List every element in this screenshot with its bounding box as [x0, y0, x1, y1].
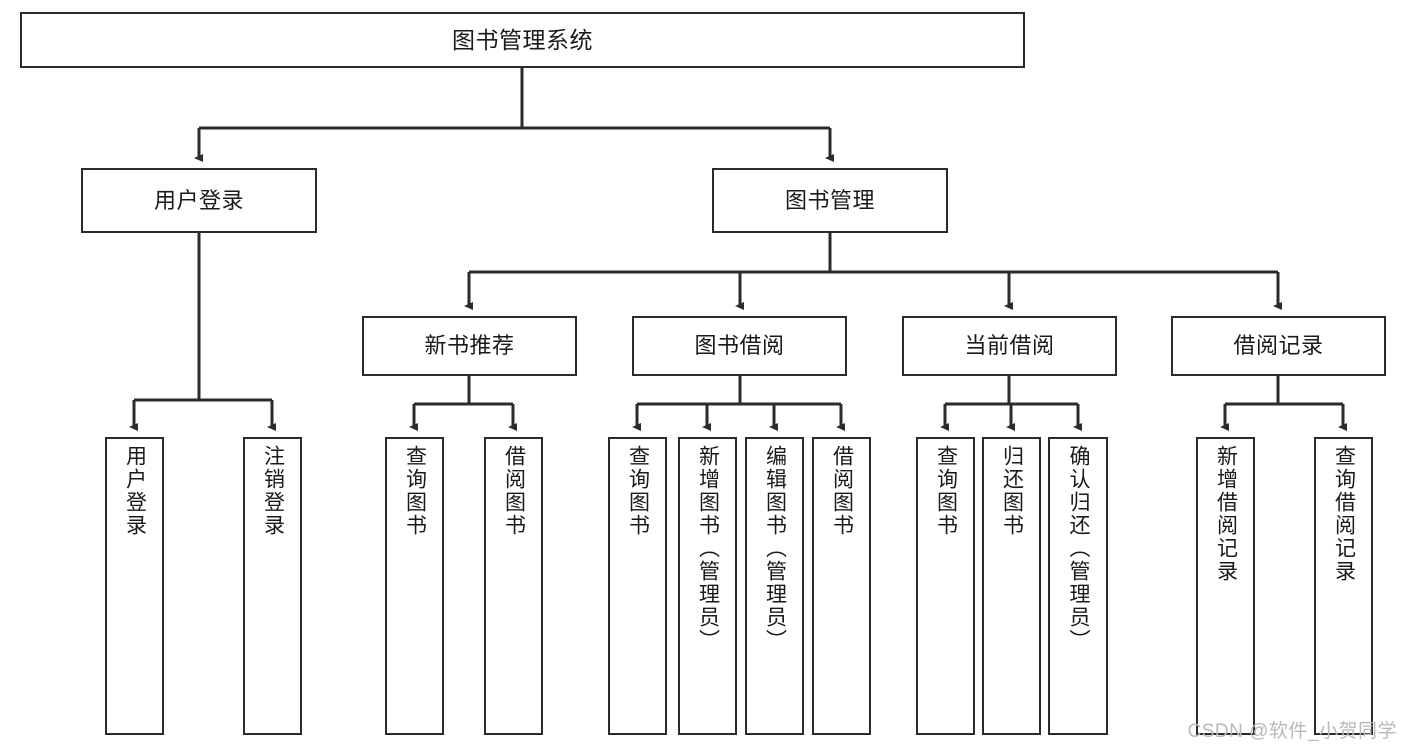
node-leaf-confirm-return[interactable]: 确认归还（管理员） [1048, 437, 1108, 735]
node-label: 注销登录 [261, 445, 285, 537]
node-label: 图书管理 [784, 187, 875, 213]
node-label: 图书管理系统 [452, 26, 593, 53]
node-borrow-record[interactable]: 借阅记录 [1171, 316, 1386, 376]
node-label: 借阅记录 [1233, 333, 1324, 359]
node-label: 新增借阅记录 [1214, 445, 1238, 583]
node-leaf-edit-book[interactable]: 编辑图书（管理员） [745, 437, 804, 735]
node-leaf-query-book-2[interactable]: 查询图书 [608, 437, 667, 735]
node-book-borrow[interactable]: 图书借阅 [632, 316, 847, 376]
node-leaf-add-book[interactable]: 新增图书（管理员） [678, 437, 737, 735]
node-label: 查询借阅记录 [1332, 445, 1356, 583]
node-leaf-return-book[interactable]: 归还图书 [982, 437, 1041, 735]
node-label: 编辑图书（管理员） [763, 445, 787, 652]
node-label: 当前借阅 [964, 333, 1055, 359]
node-leaf-query-book-1[interactable]: 查询图书 [385, 437, 444, 735]
node-leaf-borrow-book-1[interactable]: 借阅图书 [484, 437, 543, 735]
node-current-borrow[interactable]: 当前借阅 [902, 316, 1117, 376]
node-label: 用户登录 [153, 187, 244, 213]
node-root-system[interactable]: 图书管理系统 [20, 12, 1025, 68]
node-label: 借阅图书 [830, 445, 854, 537]
node-label: 查询图书 [626, 445, 650, 537]
node-label: 用户登录 [123, 445, 147, 537]
node-leaf-user-login[interactable]: 用户登录 [105, 437, 164, 735]
node-label: 查询图书 [403, 445, 427, 537]
node-label: 新书推荐 [424, 333, 515, 359]
node-label: 查询图书 [934, 445, 958, 537]
node-label: 确认归还（管理员） [1067, 445, 1091, 652]
node-label: 借阅图书 [502, 445, 526, 537]
node-label: 图书借阅 [694, 333, 785, 359]
node-leaf-borrow-book-2[interactable]: 借阅图书 [812, 437, 871, 735]
node-leaf-query-record[interactable]: 查询借阅记录 [1314, 437, 1373, 735]
node-user-login[interactable]: 用户登录 [81, 168, 317, 233]
node-leaf-logout-login[interactable]: 注销登录 [243, 437, 302, 735]
node-book-management[interactable]: 图书管理 [712, 168, 948, 233]
node-new-book-recommend[interactable]: 新书推荐 [362, 316, 577, 376]
node-leaf-add-record[interactable]: 新增借阅记录 [1196, 437, 1255, 735]
node-label: 新增图书（管理员） [696, 445, 720, 652]
node-leaf-query-book-3[interactable]: 查询图书 [916, 437, 975, 735]
node-label: 归还图书 [1000, 445, 1024, 537]
